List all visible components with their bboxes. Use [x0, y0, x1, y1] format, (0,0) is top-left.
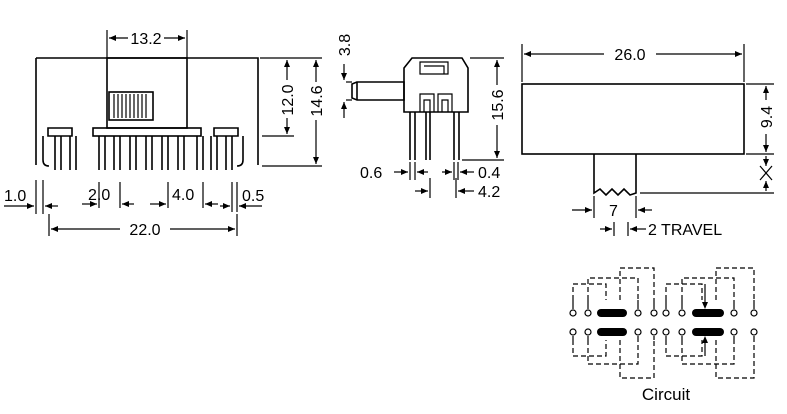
dim-0-5: 0.5	[242, 188, 264, 205]
slider-contact-1	[597, 309, 627, 317]
circuit-caption: Circuit	[642, 385, 690, 404]
contacts-upper	[569, 309, 758, 317]
side-actuator-stem	[351, 81, 405, 101]
top-view: 26.0 9.4 7 2 TRAVEL	[521, 44, 776, 239]
front-view: 13.2 12.0 14.6 1.0 2.0 4.0 0.5	[4, 29, 326, 239]
front-knob	[108, 91, 154, 121]
travel-label: 2 TRAVEL	[648, 222, 722, 239]
slider-contact-4	[692, 328, 724, 336]
dim-13-2: 13.2	[130, 31, 161, 48]
side-view: 3.8 15.6 0.6 0.4 4.2	[337, 34, 507, 201]
left-hook-leg	[42, 136, 50, 167]
circuit-schematic: Circuit	[569, 267, 758, 404]
dim-0-6: 0.6	[360, 165, 382, 182]
right-hook-leg	[236, 136, 244, 167]
front-actuator	[106, 57, 188, 129]
side-pin-left	[409, 112, 416, 160]
contacts-lower	[569, 328, 758, 336]
dim-9-4: 9.4	[759, 106, 776, 128]
dim-0-4: 0.4	[478, 165, 500, 182]
front-pins	[54, 136, 233, 170]
top-knob	[593, 154, 637, 197]
right-mount-tab	[213, 127, 239, 137]
dim-4-2: 4.2	[478, 184, 500, 201]
dim-12-0: 12.0	[280, 84, 297, 115]
side-pin-right	[453, 112, 460, 160]
dim-14-6: 14.6	[309, 85, 326, 116]
front-base-plate	[92, 127, 202, 137]
dim-4-0: 4.0	[172, 187, 194, 204]
top-housing	[521, 83, 745, 155]
dim-26-0: 26.0	[614, 47, 645, 64]
dim-2-0: 2.0	[88, 187, 110, 204]
knob-ribs	[113, 94, 147, 118]
left-mount-tab	[47, 127, 73, 137]
arrow-up-icon	[702, 336, 708, 343]
dim-1-0: 1.0	[4, 188, 26, 205]
dim-3-8: 3.8	[337, 34, 354, 56]
arrow-down-icon	[702, 302, 708, 309]
slider-contact-2	[597, 328, 627, 336]
side-housing	[403, 57, 469, 113]
dim-15-6: 15.6	[490, 89, 507, 120]
slider-contact-3	[692, 309, 724, 317]
dim-22-0: 22.0	[129, 222, 160, 239]
side-pin-center	[425, 112, 431, 160]
dim-7: 7	[609, 203, 618, 220]
